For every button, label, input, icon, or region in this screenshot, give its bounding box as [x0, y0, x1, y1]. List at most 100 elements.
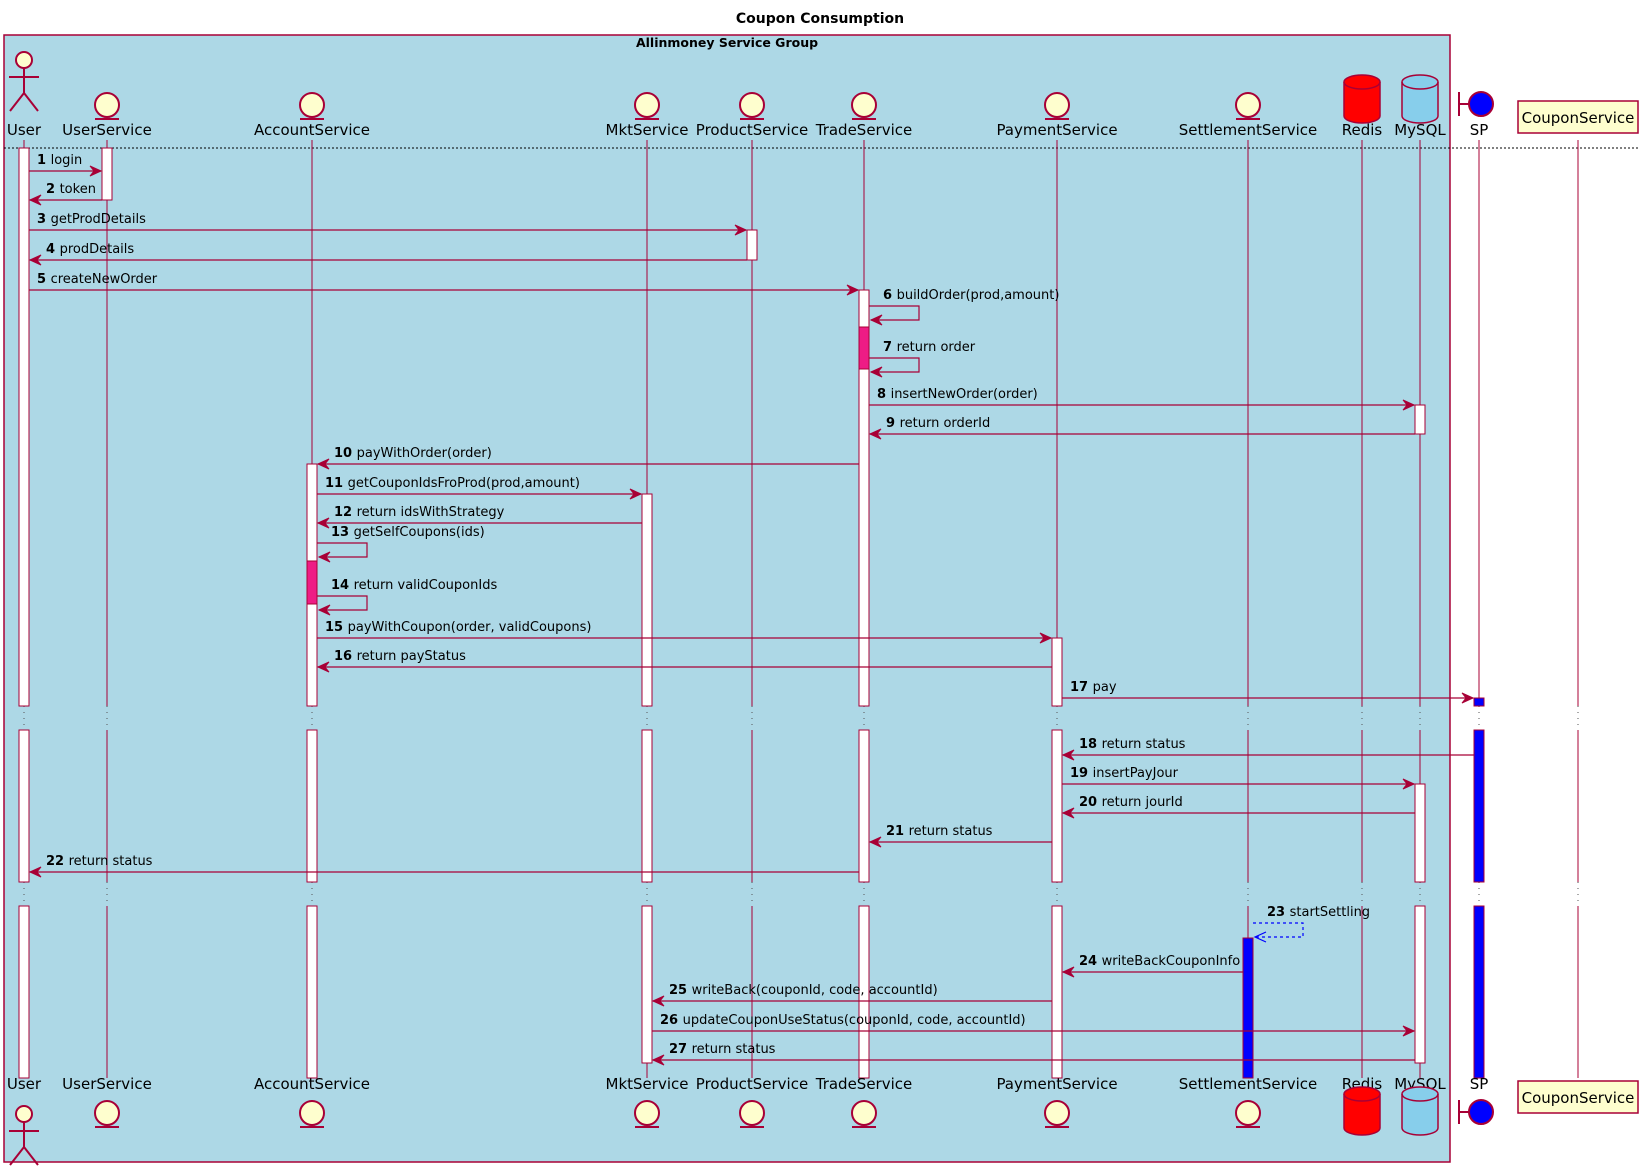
couponservice-box — [1517, 100, 1639, 134]
message-label: 2 token — [46, 182, 96, 197]
activation-bar-mktservice — [641, 729, 653, 883]
message-11: 11 getCouponIdsFroProd(prod,amount) — [317, 476, 643, 500]
message-18: 18 return status — [1061, 737, 1474, 761]
activation-bar-mysql — [1414, 783, 1426, 883]
arrowhead — [317, 551, 331, 563]
message-label: 17 pay — [1070, 680, 1117, 695]
activation-bar-accountservice — [306, 560, 318, 605]
entity-icon — [739, 1100, 765, 1128]
arrowhead — [869, 366, 883, 378]
message-13: 13 getSelfCoupons(ids) — [317, 525, 485, 563]
message-4: 4 prodDetails — [28, 242, 747, 266]
message-label: 15 payWithCoupon(order, validCoupons) — [325, 620, 591, 635]
arrowhead — [317, 604, 331, 616]
message-label: 13 getSelfCoupons(ids) — [331, 525, 485, 540]
arrowhead — [1061, 749, 1075, 761]
entity-icon — [851, 92, 877, 120]
participant-label: PaymentService — [996, 1075, 1117, 1093]
message-16: 16 return payStatus — [316, 649, 1052, 673]
service-group-box — [3, 34, 1451, 1163]
message-label: 25 writeBack(couponId, code, accountId) — [669, 983, 938, 998]
message-1: 1 login — [29, 153, 103, 177]
message-label: 22 return status — [46, 854, 153, 869]
arrowhead — [316, 458, 330, 470]
message-23: 23 startSettling — [1253, 905, 1370, 943]
message-label: 7 return order — [883, 340, 976, 355]
activation-bar-accountservice — [306, 729, 318, 883]
message-3: 3 getProdDetails — [29, 212, 748, 236]
message-label: 21 return status — [886, 824, 993, 839]
message-7: 7 return order — [869, 340, 976, 378]
entity-icon — [1235, 1100, 1261, 1128]
message-10: 10 payWithOrder(order) — [316, 446, 859, 470]
message-14: 14 return validCouponIds — [317, 578, 497, 616]
message-label: 10 payWithOrder(order) — [334, 446, 492, 461]
message-label: 24 writeBackCouponInfo — [1079, 954, 1240, 969]
message-label: 18 return status — [1079, 737, 1186, 752]
arrowhead — [1402, 778, 1416, 790]
arrowhead — [316, 661, 330, 673]
message-label: 1 login — [37, 153, 82, 168]
self-message-line — [317, 542, 368, 558]
entity-icon — [299, 92, 325, 120]
participant-label: AccountService — [254, 1075, 370, 1093]
arrowhead — [651, 1054, 665, 1066]
self-message-line — [869, 305, 920, 321]
activation-bar-paymentservice — [1051, 729, 1063, 883]
participant-label: User — [7, 1075, 42, 1093]
actor-icon — [9, 51, 39, 112]
participant-label: PaymentService — [996, 121, 1117, 139]
message-label: 19 insertPayJour — [1070, 766, 1179, 781]
entity-icon — [634, 1100, 660, 1128]
activation-bar-user — [18, 147, 30, 707]
entity-icon — [1044, 92, 1070, 120]
participant-label: TradeService — [815, 121, 913, 139]
arrowhead — [734, 224, 748, 236]
message-21: 21 return status — [868, 824, 1052, 848]
activation-bar-paymentservice — [1051, 905, 1063, 1079]
participant-label: SP — [1470, 121, 1489, 139]
diagram-title: Coupon Consumption — [736, 11, 904, 27]
participant-label: CouponService — [1522, 1089, 1635, 1107]
message-6: 6 buildOrder(prod,amount) — [869, 288, 1059, 326]
database-icon — [1401, 74, 1439, 124]
activation-bar-user — [18, 729, 30, 883]
participant-label: TradeService — [815, 1075, 913, 1093]
message-label: 5 createNewOrder — [37, 272, 158, 287]
activation-bar-mktservice — [641, 905, 653, 1064]
arrowhead — [868, 836, 882, 848]
message-20: 20 return jourId — [1061, 795, 1415, 819]
database-icon — [1343, 74, 1381, 124]
message-24: 24 writeBackCouponInfo — [1061, 954, 1243, 978]
participant-label: SettlementService — [1179, 1075, 1318, 1093]
activation-bar-mktservice — [641, 493, 653, 707]
message-22: 22 return status — [28, 854, 859, 878]
message-label: 26 updateCouponUseStatus(couponId, code,… — [660, 1013, 1026, 1028]
message-17: 17 pay — [1062, 680, 1475, 704]
participant-label: MktService — [606, 121, 689, 139]
boundary-icon — [1458, 91, 1494, 117]
entity-icon — [634, 92, 660, 120]
activation-bar-paymentservice — [1051, 637, 1063, 707]
arrowhead — [1402, 399, 1416, 411]
message-25: 25 writeBack(couponId, code, accountId) — [651, 983, 1052, 1007]
participant-label: User — [7, 121, 42, 139]
message-label: 9 return orderId — [886, 416, 990, 431]
arrowhead — [28, 254, 42, 266]
couponservice-box — [1517, 1080, 1639, 1114]
activation-bar-mysql — [1414, 404, 1426, 435]
message-label: 3 getProdDetails — [37, 212, 146, 227]
message-19: 19 insertPayJour — [1062, 766, 1416, 790]
message-label: 4 prodDetails — [46, 242, 134, 257]
participant-label: UserService — [62, 121, 152, 139]
message-label: 20 return jourId — [1079, 795, 1183, 810]
participant-label: SP — [1470, 1075, 1489, 1093]
message-8: 8 insertNewOrder(order) — [869, 387, 1416, 411]
activation-bar-accountservice — [306, 905, 318, 1079]
entity-icon — [1235, 92, 1261, 120]
entity-icon — [739, 92, 765, 120]
entity-icon — [94, 1100, 120, 1128]
message-9: 9 return orderId — [868, 416, 1415, 440]
activation-bar-productservice — [746, 229, 758, 261]
